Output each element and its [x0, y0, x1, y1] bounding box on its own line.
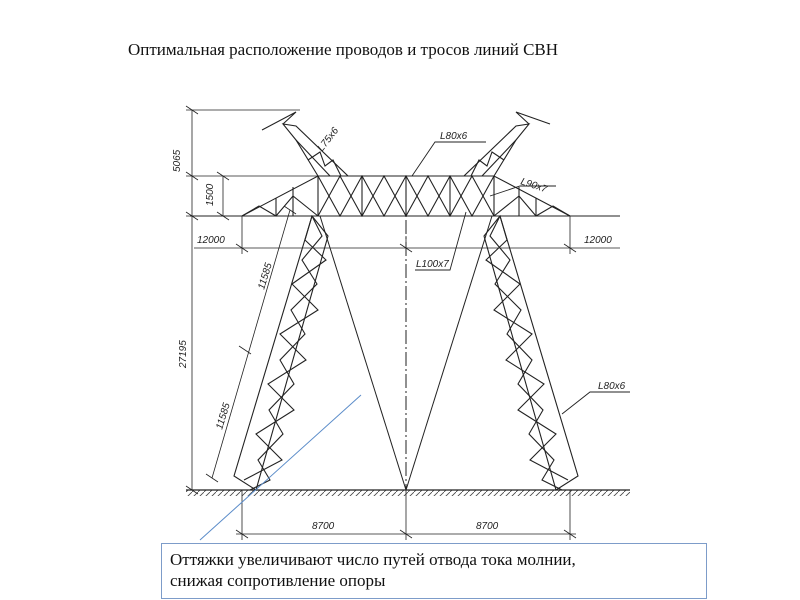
- profile-label-leg: L80x6: [598, 381, 626, 392]
- note-box: Оттяжки увеличивают число путей отвода т…: [161, 543, 707, 599]
- dim-height-top: 5065: [172, 149, 183, 172]
- pointer-line: [199, 394, 362, 541]
- dim-height-total: 27195: [178, 340, 189, 369]
- dimension-lines: [185, 105, 620, 540]
- right-leg: [483, 214, 579, 491]
- dim-leg-upper: 11585: [256, 261, 275, 291]
- profile-label-center: L100x7: [416, 259, 449, 270]
- profile-label-chord: L90x7: [519, 176, 549, 195]
- profile-label-traverse: L80x6: [440, 131, 468, 142]
- page-title: Оптимальная расположение проводов и трос…: [128, 40, 559, 59]
- left-peak: [261, 111, 350, 177]
- traverse-truss: [190, 174, 620, 218]
- note-line-1: Оттяжки увеличивают число путей отвода т…: [170, 550, 576, 569]
- dim-left-cantilever: 12000: [197, 235, 225, 246]
- right-peak: [462, 111, 551, 177]
- dim-right-cantilever: 12000: [584, 235, 612, 246]
- guy-wires: [319, 176, 493, 491]
- leader-lines: [411, 141, 630, 415]
- dim-height-traverse: 1500: [205, 183, 216, 206]
- dim-base-left: 8700: [312, 521, 335, 532]
- note-line-2: снижая сопротивление опоры: [170, 571, 386, 590]
- profile-label-peak: L75x6: [316, 125, 342, 154]
- dim-base-right: 8700: [476, 521, 499, 532]
